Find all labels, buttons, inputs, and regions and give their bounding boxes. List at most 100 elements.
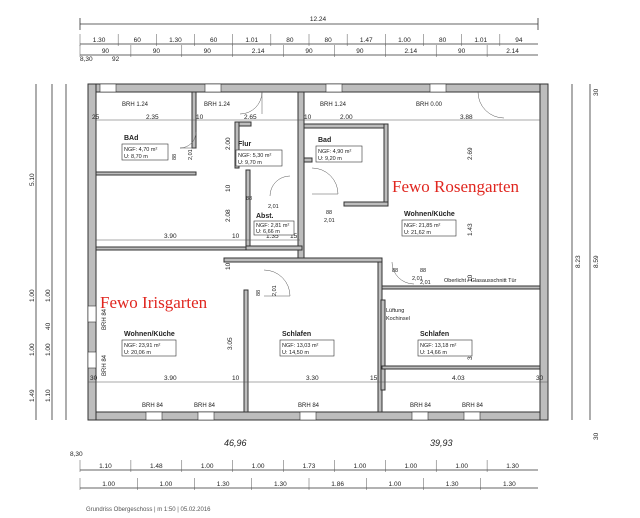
brh-bottom-3: BRH 84 bbox=[410, 403, 432, 409]
dim-mid-3: 15 bbox=[290, 233, 298, 240]
dim-vert-6: 10 bbox=[225, 184, 232, 192]
dim-vert-8: 10 bbox=[467, 274, 474, 282]
bottom-lower-dim-1: 1.00 bbox=[160, 481, 173, 488]
left-dim-4: 1.00 bbox=[29, 343, 36, 356]
brh-top-2: BRH 1.24 bbox=[320, 102, 347, 108]
room-name: Abst. bbox=[256, 213, 274, 220]
left-dim-5: 1.00 bbox=[45, 343, 52, 356]
bottom-right-corner-label: 30 bbox=[593, 432, 600, 440]
top-lower-dim-4: 90 bbox=[305, 48, 313, 55]
room-perimeter: U: 21,62 m bbox=[404, 230, 431, 236]
handwritten-note-left: 46,96 bbox=[224, 438, 247, 448]
room-area: NGF: 23,91 m² bbox=[124, 343, 161, 349]
door-width-label: 88 bbox=[326, 210, 332, 216]
dim-bottom-6: 30 bbox=[536, 375, 544, 382]
bottom-upper-dim-5: 1.00 bbox=[354, 463, 367, 470]
top-corner-right-label: 92 bbox=[112, 56, 120, 63]
top-upper-dim-1: 60 bbox=[134, 37, 142, 44]
building-walls bbox=[87, 83, 549, 421]
top-lower-dim-5: 90 bbox=[356, 48, 364, 55]
room-area: NGF: 13,18 m² bbox=[420, 343, 457, 349]
bottom-upper-dim-4: 1.73 bbox=[303, 463, 316, 470]
room-area: NGF: 2,81 m² bbox=[256, 223, 289, 229]
dim-bottom-1: 3.90 bbox=[164, 375, 177, 382]
top-upper-dim-4: 1.01 bbox=[245, 37, 258, 44]
room-area: NGF: 4,70 m² bbox=[124, 147, 157, 153]
brh-bottom-1: BRH 84 bbox=[194, 403, 216, 409]
dim-bottom-3: 3.30 bbox=[306, 375, 319, 382]
dim-vert-4: 3.05 bbox=[227, 337, 234, 350]
brh-left-1: BRH 84 bbox=[102, 354, 108, 376]
interior-dimension-mid: 3.90 10 1.35 15 bbox=[96, 233, 300, 241]
room-area: NGF: 13,03 m² bbox=[282, 343, 319, 349]
dim-bottom-2: 10 bbox=[232, 375, 240, 382]
dim-vert-3: 1.43 bbox=[467, 223, 474, 236]
dim-vert-7: 10 bbox=[225, 262, 232, 270]
bottom-upper-dim-7: 1.00 bbox=[455, 463, 468, 470]
top-upper-dim-0: 1.30 bbox=[93, 37, 106, 44]
door-height-label: 2,01 bbox=[272, 285, 278, 296]
top-lower-dim-8: 2.14 bbox=[506, 48, 519, 55]
bottom-lower-dim-3: 1.30 bbox=[274, 481, 287, 488]
bottom-lower-dim-2: 1.30 bbox=[217, 481, 230, 488]
lueftung-note: Lüftung bbox=[386, 308, 404, 314]
brh-bottom-0: BRH 84 bbox=[142, 403, 164, 409]
room-name: Schlafen bbox=[282, 331, 311, 338]
left-dim-3: 40 bbox=[45, 322, 52, 330]
windows bbox=[87, 83, 481, 421]
right-dim-1: 8.59 bbox=[593, 255, 600, 268]
bottom-lower-dim-7: 1.30 bbox=[503, 481, 516, 488]
brh-bottom-4: BRH 84 bbox=[462, 403, 484, 409]
dim-mid-2: 1.35 bbox=[266, 233, 279, 240]
room-name: Flur bbox=[238, 141, 251, 148]
door-width-label: 88 bbox=[172, 154, 178, 160]
top-upper-dim-8: 1.00 bbox=[398, 37, 411, 44]
room-perimeter: U: 14,50 m bbox=[282, 350, 309, 356]
left-dim-6: 1.49 bbox=[29, 389, 36, 402]
top-corner-left-label: 8,30 bbox=[80, 56, 93, 63]
dim-top-6: 3.88 bbox=[460, 114, 473, 121]
door-height-label: 2,01 bbox=[420, 280, 431, 286]
bottom-lower-dim-0: 1.00 bbox=[102, 481, 115, 488]
oberlicht-note: Oberlicht / Glasausschnitt Tür bbox=[444, 278, 517, 284]
dim-top-3: 2.65 bbox=[244, 114, 257, 121]
door-width-label: 88 bbox=[420, 268, 426, 274]
top-upper-dim-6: 80 bbox=[324, 37, 332, 44]
top-upper-dim-2: 1.30 bbox=[169, 37, 182, 44]
dim-vert-1: 2.08 bbox=[225, 209, 232, 222]
top-upper-dim-7: 1.47 bbox=[360, 37, 373, 44]
room-perimeter: U: 14,66 m bbox=[420, 350, 447, 356]
brh-left-0: BRH 84 bbox=[102, 308, 108, 330]
dim-vert-0: 2.00 bbox=[225, 137, 232, 150]
left-dim-7: 1.10 bbox=[45, 389, 52, 402]
top-upper-dim-3: 60 bbox=[210, 37, 218, 44]
door-width-label: 88 bbox=[392, 268, 398, 274]
top-upper-dim-5: 80 bbox=[286, 37, 294, 44]
right-dim-2: 30 bbox=[593, 88, 600, 96]
door-width-label: 88 bbox=[246, 196, 252, 202]
interior-dimension-bottom: 30 3.90 10 3.30 15 4.03 30 bbox=[88, 375, 548, 383]
bottom-lower-dim-6: 1.30 bbox=[446, 481, 459, 488]
left-dimension-chain: 5.10 1.00 1.00 40 1.00 1.00 1.49 1.10 bbox=[29, 84, 67, 420]
room-schlafen-1: Schlafen NGF: 13,03 m² U: 14,50 m bbox=[279, 331, 335, 357]
left-dim-2: 1.00 bbox=[45, 289, 52, 302]
room-name: BAd bbox=[124, 135, 138, 142]
dim-bottom-4: 15 bbox=[370, 375, 378, 382]
bottom-upper-dim-1: 1.48 bbox=[150, 463, 163, 470]
dim-vert-2: 2.69 bbox=[467, 147, 474, 160]
total-width-label: 12.24 bbox=[310, 16, 327, 23]
bottom-upper-dim-8: 1.30 bbox=[506, 463, 519, 470]
room-wohnen-kueche-irisgarten: Wohnen/Küche NGF: 23,91 m² U: 20,06 m bbox=[121, 331, 177, 357]
room-wohnen-kueche-rosengarten: Wohnen/Küche NGF: 21,85 m² U: 21,62 m bbox=[401, 211, 457, 237]
top-lower-dim-3: 2.14 bbox=[252, 48, 265, 55]
bottom-upper-dim-3: 1.00 bbox=[252, 463, 265, 470]
room-area: NGF: 21,85 m² bbox=[404, 223, 441, 229]
room-perimeter: U: 20,06 m bbox=[124, 350, 151, 356]
bottom-lower-dim-4: 1.86 bbox=[331, 481, 344, 488]
door-height-label: 2,01 bbox=[188, 149, 194, 160]
dim-mid-1: 10 bbox=[232, 233, 240, 240]
door-height-label: 2,01 bbox=[268, 204, 279, 210]
